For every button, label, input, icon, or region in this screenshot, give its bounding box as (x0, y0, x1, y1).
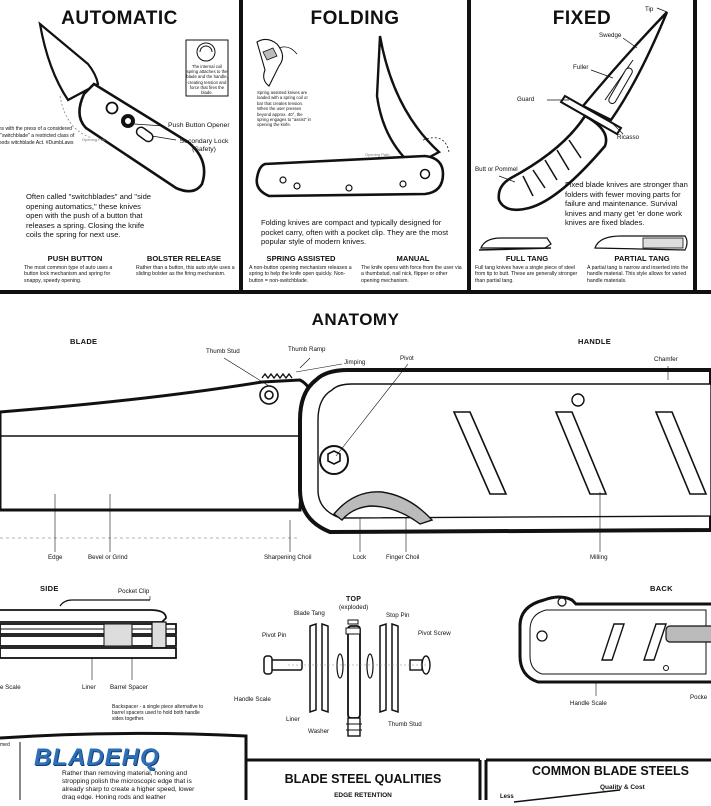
top-heading: TOP (346, 596, 362, 603)
label-top-handle-scale: Handle Scale (234, 696, 271, 703)
automatic-title: AUTOMATIC (61, 8, 178, 29)
label-thumb-stud: Thumb Stud (206, 348, 240, 355)
label-lock: Lock (353, 554, 367, 561)
top-exploded-diagram (263, 619, 431, 737)
panel-fixed: FIXED Tip Swedge Fuller Guard Ricasso Bu… (467, 0, 697, 294)
label-pivot: Pivot (400, 355, 414, 362)
label-bevel-grind: Bevel or Grind (88, 554, 128, 561)
label-tip: Tip (645, 6, 654, 13)
top-subheading: (exploded) (339, 604, 369, 611)
bladehq-logo: BLADEHQ (34, 744, 160, 772)
backspacer-note: Backspacer - a single piece alternative … (112, 704, 204, 723)
label-guard: Guard (517, 96, 535, 103)
fixed-sub1-title: FULL TANG (505, 254, 549, 263)
anatomy-blade-heading: BLADE (70, 337, 98, 346)
back-view-diagram (518, 595, 711, 696)
label-chamfer: Chamfer (654, 356, 678, 363)
label-blade-tang: Blade Tang (294, 610, 325, 617)
automatic-sub2-title: BOLSTER RELEASE (146, 254, 222, 263)
anatomy-knife-diagram (0, 357, 711, 552)
label-ricasso: Ricasso (617, 134, 640, 141)
label-secondary-lock: Secondary Lock (Safety) (179, 138, 229, 153)
label-pivot-screw: Pivot Screw (418, 630, 451, 637)
label-side-liner: Liner (82, 684, 96, 691)
automatic-sub1-desc: The most common type of auto uses a butt… (24, 265, 113, 284)
folding-description: Folding knives are compact and typically… (261, 218, 449, 246)
bottom-frame (0, 731, 711, 800)
fixed-sub1-desc: Full tang knives have a single piece of … (475, 265, 578, 284)
label-stop-pin: Stop Pin (386, 612, 410, 619)
quality-cost-arrow (513, 789, 621, 803)
label-top-liner: Liner (286, 716, 300, 723)
automatic-side-note: ens with the press of a considered a "sw… (0, 126, 75, 146)
anatomy-title: ANATOMY (311, 310, 400, 329)
fixed-knife-illustration (478, 7, 688, 251)
label-edge: Edge (48, 554, 63, 561)
folding-sub1-desc: A non-button opening mechanism releases … (249, 265, 352, 284)
fixed-title: FIXED (552, 8, 612, 29)
automatic-knife-illustration (38, 21, 229, 193)
label-milling: Milling (590, 554, 608, 561)
steel-qualities-title: BLADE STEEL QUALITIES (284, 772, 442, 786)
label-fuller: Fuller (573, 64, 589, 71)
label-pivot-pin: Pivot Pin (262, 632, 287, 639)
label-top-thumb-stud: Thumb Stud (388, 721, 422, 728)
folding-sub2-desc: The knife opens with force from the user… (361, 265, 462, 284)
small-left-text: med (0, 742, 10, 748)
label-back-handle-scale: Handle Scale (570, 700, 607, 707)
label-jimping: Jimping (344, 359, 366, 366)
label-side-scale: e Scale (0, 684, 21, 691)
fixed-description: Fixed blade knives are stronger than fol… (565, 180, 688, 227)
quality-cost-heading: Quality & Cost (600, 784, 645, 791)
honing-text: Rather than removing material, honing an… (62, 770, 195, 800)
label-barrel-spacer: Barrel Spacer (110, 684, 148, 691)
panel-automatic: AUTOMATIC The internal coil spring attac… (0, 0, 243, 294)
panel-right-sliver (693, 0, 711, 294)
label-butt-pommel: Butt or Pommel (475, 166, 518, 173)
folding-spring-note: Spring assisted knives are loaded with a… (257, 90, 311, 128)
folding-title: FOLDING (310, 8, 400, 29)
edge-retention-heading: EDGE RETENTION (334, 792, 392, 799)
less-label: Less (500, 794, 514, 800)
common-steels-title: COMMON BLADE STEELS (532, 764, 689, 778)
side-view-diagram (0, 596, 177, 680)
folding-knife-illustration (255, 35, 450, 198)
bladehq-logo-text: BLADEHQ (34, 744, 160, 771)
label-washer: Washer (308, 728, 330, 735)
automatic-sub2-desc: Rather than a button, this auto style us… (136, 265, 235, 278)
fixed-sub2-desc: A partial tang is narrow and inserted in… (587, 265, 689, 284)
side-heading: SIDE (40, 584, 59, 593)
label-push-button-opener: Push Button Opener (168, 122, 230, 129)
automatic-opening-path-label: Opening Path (82, 137, 107, 142)
anatomy-handle-heading: HANDLE (578, 337, 612, 346)
folding-sub1-title: SPRING ASSISTED (266, 254, 336, 263)
folding-sub2-title: MANUAL (396, 254, 430, 263)
label-back-pocket: Pocke (690, 694, 708, 701)
panel-folding: FOLDING Spring assisted knives are loade… (239, 0, 471, 294)
label-thumb-ramp: Thumb Ramp (288, 346, 326, 353)
automatic-spring-note: The internal coil spring attaches to the… (186, 64, 228, 96)
label-sharpening-choil: Sharpening Choil (264, 554, 312, 561)
fixed-sub2-title: PARTIAL TANG (614, 254, 670, 263)
label-swedge: Swedge (599, 32, 622, 39)
back-heading: BACK (650, 584, 673, 593)
automatic-sub1-title: PUSH BUTTON (47, 254, 103, 263)
label-pocket-clip: Pocket Clip (118, 588, 150, 595)
label-finger-choil: Finger Choil (386, 554, 420, 561)
automatic-description: Often called "switchblades" and "side op… (26, 192, 152, 239)
folding-opening-path-label: Opening Path (365, 152, 390, 157)
